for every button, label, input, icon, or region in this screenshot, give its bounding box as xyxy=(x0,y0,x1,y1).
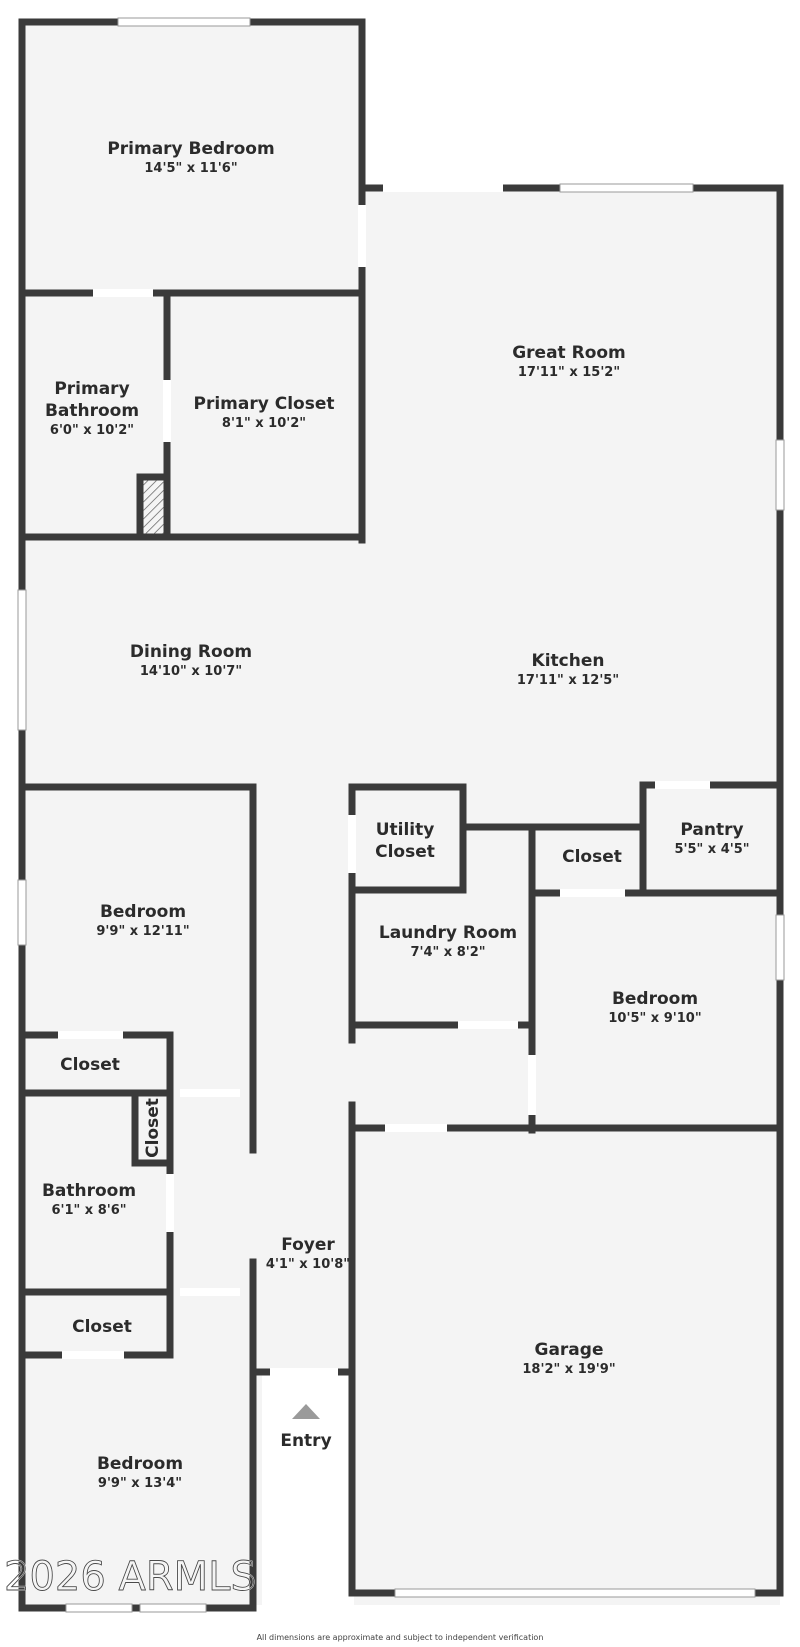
room-closet-vertical: Closet xyxy=(143,1098,163,1158)
room-bathroom: Bathroom 6'1" x 8'6" xyxy=(42,1181,136,1218)
room-dims: 14'10" x 10'7" xyxy=(140,664,242,679)
room-name: Pantry xyxy=(680,820,743,840)
room-dims: 9'9" x 12'11" xyxy=(96,924,189,939)
room-dims: 6'1" x 8'6" xyxy=(51,1203,126,1218)
room-primary-bathroom: Primary Bathroom 6'0" x 10'2" xyxy=(45,379,139,438)
room-name-line1: Primary xyxy=(54,379,129,399)
room-bedroom-left-1: Bedroom 9'9" x 12'11" xyxy=(96,902,189,939)
shaft-hatch xyxy=(143,480,164,534)
room-closet-left-1: Closet xyxy=(60,1055,120,1075)
room-dims: 5'5" x 4'5" xyxy=(674,842,749,857)
room-name: Bedroom xyxy=(100,902,186,922)
room-foyer: Foyer 4'1" x 10'8" xyxy=(266,1235,350,1272)
floor-area xyxy=(20,20,780,1612)
room-pantry: Pantry 5'5" x 4'5" xyxy=(674,820,749,857)
room-dims: 4'1" x 10'8" xyxy=(266,1257,350,1272)
room-name: Bathroom xyxy=(42,1181,136,1201)
room-primary-bedroom: Primary Bedroom 14'5" x 11'6" xyxy=(107,139,274,176)
room-dims: 14'5" x 11'6" xyxy=(144,161,237,176)
room-name-line2: Closet xyxy=(375,842,435,862)
room-name: Closet xyxy=(72,1317,132,1337)
room-kitchen: Kitchen 17'11" x 12'5" xyxy=(517,651,619,688)
room-name: Closet xyxy=(143,1098,163,1158)
room-name: Primary Bedroom xyxy=(107,139,274,159)
room-dims: 17'11" x 15'2" xyxy=(518,365,620,380)
triangle-up-icon xyxy=(292,1404,320,1419)
room-name: Bedroom xyxy=(612,989,698,1009)
watermark: 2026 ARMLS xyxy=(4,1554,256,1600)
room-garage: Garage 18'2" x 19'9" xyxy=(522,1340,615,1377)
room-dims: 9'9" x 13'4" xyxy=(98,1476,182,1491)
room-name: Kitchen xyxy=(532,651,605,671)
room-name: Garage xyxy=(535,1340,604,1360)
room-laundry-room: Laundry Room 7'4" x 8'2" xyxy=(379,923,517,960)
room-bedroom-left-2: Bedroom 9'9" x 13'4" xyxy=(97,1454,183,1491)
room-dims: 17'11" x 12'5" xyxy=(517,673,619,688)
room-utility-closet: Utility Closet xyxy=(375,820,435,862)
room-dims: 10'5" x 9'10" xyxy=(608,1011,701,1026)
room-great-room: Great Room 17'11" x 15'2" xyxy=(512,343,626,380)
room-dims: 8'1" x 10'2" xyxy=(222,416,306,431)
room-name: Closet xyxy=(562,847,622,867)
room-name: Bedroom xyxy=(97,1454,183,1474)
entry-label: Entry xyxy=(280,1431,331,1451)
room-dims: 7'4" x 8'2" xyxy=(410,945,485,960)
room-name: Laundry Room xyxy=(379,923,517,943)
footer-note: All dimensions are approximate and subje… xyxy=(257,1633,544,1642)
room-name-line1: Utility xyxy=(376,820,435,840)
room-closet-left-2: Closet xyxy=(72,1317,132,1337)
room-name: Great Room xyxy=(512,343,626,363)
room-name-line2: Bathroom xyxy=(45,401,139,421)
room-dining-room: Dining Room 14'10" x 10'7" xyxy=(130,642,252,679)
room-name: Dining Room xyxy=(130,642,252,662)
room-primary-closet: Primary Closet 8'1" x 10'2" xyxy=(194,394,335,431)
watermark-outline: 2026 ARMLS xyxy=(4,1554,256,1600)
room-dims: 18'2" x 19'9" xyxy=(522,1362,615,1377)
room-name: Foyer xyxy=(281,1235,335,1255)
room-dims: 6'0" x 10'2" xyxy=(50,423,134,438)
room-bedroom-right: Bedroom 10'5" x 9'10" xyxy=(608,989,701,1026)
openings xyxy=(17,17,785,1613)
room-closet-kitchen: Closet xyxy=(562,847,622,867)
room-name: Closet xyxy=(60,1055,120,1075)
room-name: Primary Closet xyxy=(194,394,335,414)
